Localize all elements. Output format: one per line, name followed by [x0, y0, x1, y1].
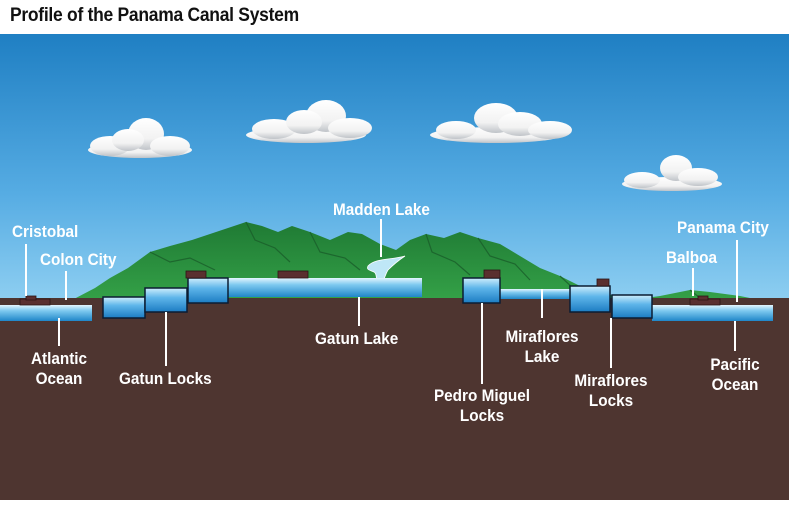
label-pedro-miguel-locks: Pedro Miguel Locks [428, 386, 536, 426]
label-pacific-ocean: Pacific Ocean [699, 355, 771, 395]
label-pedro-miguel-line-1: Pedro Miguel [433, 386, 531, 405]
label-miraflores-locks-line-2: Locks [588, 391, 634, 410]
cloud-2 [246, 100, 372, 143]
label-pedro-miguel-line-2: Locks [459, 406, 505, 425]
label-balboa: Balboa [666, 248, 718, 267]
atlantic-water [0, 305, 92, 321]
label-atlantic-ocean-line-2: Ocean [35, 369, 83, 388]
gatun-lake-water [228, 278, 422, 297]
ships [19, 269, 721, 306]
label-pacific-ocean-line-1: Pacific [710, 355, 760, 374]
label-gatun-locks: Gatun Locks [119, 369, 212, 388]
label-miraflores-lake-line-1: Miraflores [505, 327, 579, 346]
label-colon-city: Colon City [40, 250, 117, 269]
cloud-3 [430, 103, 572, 143]
ground [0, 298, 789, 505]
ground-bottom-edge [0, 500, 789, 505]
label-madden-lake: Madden Lake [333, 200, 430, 219]
label-cristobal: Cristobal [12, 222, 79, 241]
label-atlantic-ocean: Atlantic Ocean [22, 349, 96, 389]
miraflores-locks [569, 285, 653, 319]
label-miraflores-locks-line-1: Miraflores [574, 371, 648, 390]
label-miraflores-lake-line-2: Lake [524, 347, 560, 366]
leader-lines [25, 219, 738, 384]
label-atlantic-ocean-line-1: Atlantic [30, 349, 88, 368]
pedro-miguel-locks [462, 277, 501, 304]
cloud-1 [88, 118, 192, 158]
gatun-locks [102, 277, 229, 319]
label-gatun-lake: Gatun Lake [315, 329, 399, 348]
label-panama-city: Panama City [677, 218, 769, 237]
miraflores-lake-water [500, 289, 570, 299]
label-pacific-ocean-line-2: Ocean [711, 375, 759, 394]
label-miraflores-locks: Miraflores Locks [570, 371, 653, 411]
pacific-water [652, 305, 773, 321]
madden-lake-river [367, 255, 406, 281]
cloud-4 [622, 155, 722, 191]
label-miraflores-lake: Miraflores Lake [501, 327, 584, 367]
page-title: Profile of the Panama Canal System [10, 5, 299, 26]
